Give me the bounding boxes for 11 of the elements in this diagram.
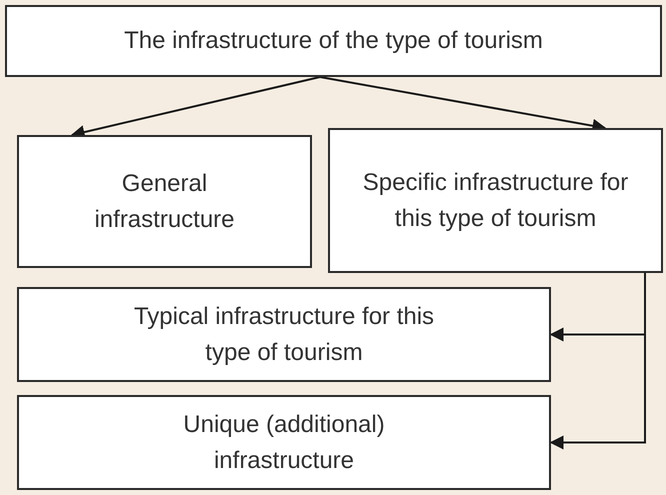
box-label: General infrastructure [93,168,236,234]
process-box [17,287,551,382]
box-label: The infrastructure of the type of tourism [124,26,543,56]
process-box [17,135,312,268]
box-label: Typical infrastructure for this type of tourism [132,302,436,368]
arrow [550,273,646,450]
process-box [5,5,662,77]
process-box [17,395,551,490]
box-label: Unique (additional) infrastructure [182,410,386,476]
box-label: Specific infrastructure for this type of tourism [362,168,630,234]
process-box [328,128,663,273]
